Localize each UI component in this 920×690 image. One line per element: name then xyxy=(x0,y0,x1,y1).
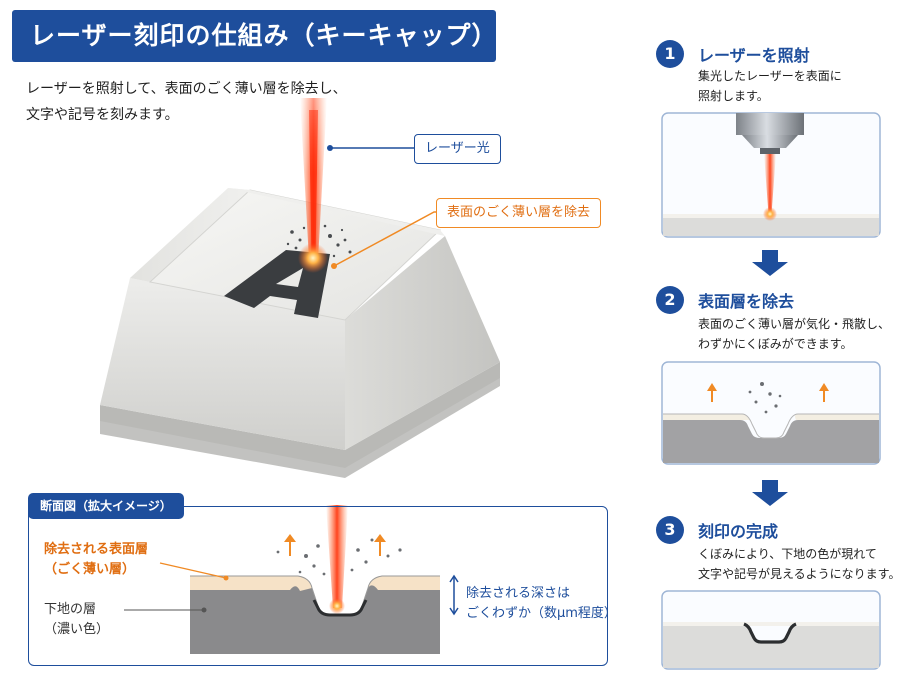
depth-line-1: 除去される深さは xyxy=(466,584,617,604)
step3-description: くぼみにより、下地の色が現れて 文字や記号が見えるようになります。 xyxy=(698,544,900,584)
step-arrow-1 xyxy=(752,250,788,276)
base-layer-line-1: 下地の層 xyxy=(44,600,109,620)
laser-nozzle xyxy=(736,113,804,135)
laser-callout-dot xyxy=(327,145,333,151)
step2-number-badge: 2 xyxy=(656,286,684,314)
page-title: レーザー刻印の仕組み（キーキャップ） xyxy=(12,10,496,62)
cross-section-tab: 断面図（拡大イメージ） xyxy=(28,493,184,519)
step3-diagram xyxy=(662,591,880,669)
removed-layer-line-2: （ごく薄い層） xyxy=(44,560,148,580)
step1-number-badge: 1 xyxy=(656,40,684,68)
depth-label: 除去される深さは ごくわずか（数μm程度） xyxy=(466,584,617,624)
step2-desc-line-1: 表面のごく薄い層が気化・飛散し、 xyxy=(698,314,890,334)
base-layer-label: 下地の層 （濃い色） xyxy=(44,600,109,640)
keycap-illustration: A xyxy=(100,188,500,478)
removed-layer-line-1: 除去される表面層 xyxy=(44,540,148,560)
step2-desc-line-2: わずかにくぼみができます。 xyxy=(698,334,890,354)
step3-number-badge: 3 xyxy=(656,516,684,544)
step2-title: 表面層を除去 xyxy=(698,288,794,312)
step-arrow-2 xyxy=(752,480,788,506)
callout-laser-light: レーザー光 xyxy=(414,134,501,164)
intro-line-1: レーザーを照射して、表面のごく薄い層を除去し、 xyxy=(26,76,406,102)
step1-title: レーザーを照射 xyxy=(698,42,810,66)
step2-description: 表面のごく薄い層が気化・飛散し、 わずかにくぼみができます。 xyxy=(698,314,890,354)
depth-line-2: ごくわずか（数μm程度） xyxy=(466,604,617,624)
removed-layer-label: 除去される表面層 （ごく薄い層） xyxy=(44,540,148,580)
step3-desc-line-2: 文字や記号が見えるようになります。 xyxy=(698,564,900,584)
step1-diagram xyxy=(662,113,880,237)
intro-text: レーザーを照射して、表面のごく薄い層を除去し、 文字や記号を刻みます。 xyxy=(26,76,406,128)
intro-line-2: 文字や記号を刻みます。 xyxy=(26,102,406,128)
remove-callout-dot xyxy=(331,263,337,269)
step1-desc-line-2: 照射します。 xyxy=(698,86,842,106)
step1-description: 集光したレーザーを表面に 照射します。 xyxy=(698,66,842,106)
step3-title: 刻印の完成 xyxy=(698,518,778,542)
base-layer-line-2: （濃い色） xyxy=(44,620,109,640)
step2-diagram xyxy=(662,362,880,464)
step3-desc-line-1: くぼみにより、下地の色が現れて xyxy=(698,544,900,564)
step1-desc-line-1: 集光したレーザーを表面に xyxy=(698,66,842,86)
callout-remove-layer: 表面のごく薄い層を除去 xyxy=(436,198,601,228)
